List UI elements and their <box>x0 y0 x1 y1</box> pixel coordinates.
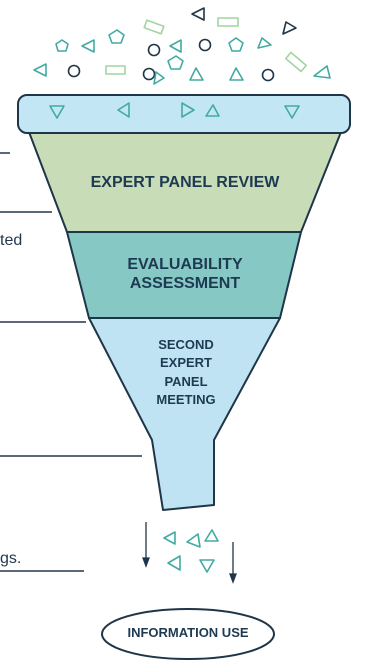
triangle-icon <box>117 102 130 118</box>
triangle-icon <box>199 559 215 573</box>
circle-icon <box>198 38 212 52</box>
rectangle-icon <box>105 65 126 75</box>
side-text-fragment-1: ted <box>0 232 23 249</box>
circle-icon <box>147 43 161 57</box>
rim-shapes <box>49 102 300 119</box>
stage-label-second-expert-panel-meeting: SECOND EXPERT PANEL MEETING <box>156 337 216 408</box>
triangle-icon <box>282 21 297 35</box>
side-text-fragment-2: gs. <box>0 550 22 567</box>
triangle-icon <box>189 67 204 81</box>
triangle-icon <box>81 39 95 53</box>
triangle-icon <box>33 63 47 77</box>
circle-icon <box>142 67 156 81</box>
rectangle-icon <box>284 51 308 73</box>
triangle-icon <box>284 105 300 119</box>
pentagon-icon <box>108 29 125 44</box>
stage-label-evaluability-assessment: EVALUABILITY ASSESSMENT <box>127 256 243 292</box>
triangle-icon <box>257 37 272 49</box>
triangle-icon <box>169 39 182 53</box>
pentagon-icon <box>167 55 184 70</box>
circle-icon <box>67 64 81 78</box>
triangle-icon <box>204 529 219 542</box>
down-arrows <box>142 522 237 584</box>
triangle-icon <box>163 531 176 545</box>
triangle-icon <box>229 67 244 81</box>
pentagon-icon <box>228 37 244 52</box>
rectangle-icon <box>217 17 239 27</box>
down-arrow-icon <box>229 573 237 584</box>
triangle-icon <box>186 533 201 548</box>
funnel-section-second-expert-panel-meeting <box>88 317 281 511</box>
triangle-icon <box>167 555 181 571</box>
pentagon-icon <box>55 39 69 52</box>
falling-shapes <box>163 529 219 573</box>
triangle-icon <box>181 102 195 118</box>
funnel-rim <box>17 94 351 134</box>
triangle-icon <box>153 71 165 85</box>
information-use-oval <box>101 608 275 660</box>
outcome-label-information-use: INFORMATION USE <box>127 625 249 640</box>
down-arrow-icon <box>142 557 150 568</box>
stage-label-expert-panel-review: EXPERT PANEL REVIEW <box>90 174 280 191</box>
left-lines <box>0 152 142 572</box>
triangle-icon <box>205 104 220 117</box>
triangle-icon <box>313 65 331 79</box>
rectangle-icon <box>143 19 165 35</box>
circle-icon <box>261 68 275 82</box>
confetti-shapes <box>33 7 331 85</box>
triangle-icon <box>191 7 205 21</box>
triangle-icon <box>49 105 65 119</box>
